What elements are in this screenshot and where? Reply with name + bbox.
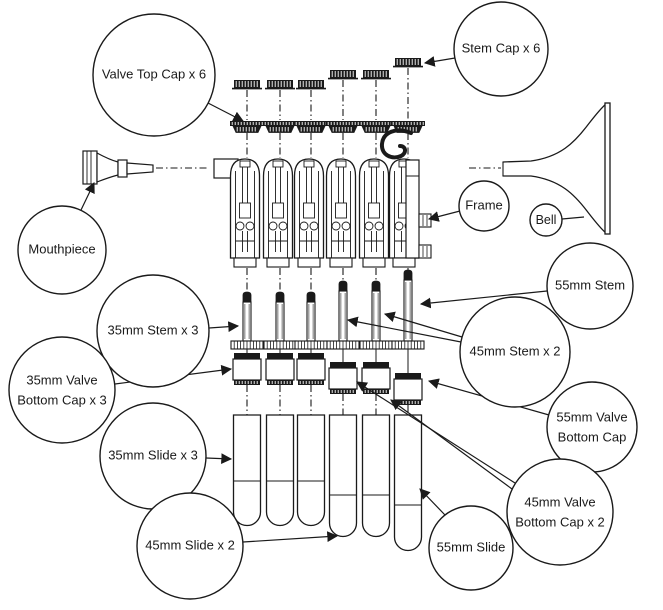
callout-label-bell: Bell <box>535 212 557 227</box>
callout-label-45mm-valve-bottom-cap: 45mm Valve Bottom Cap x 2 <box>515 494 605 530</box>
callout-label-valve-top-cap: Valve Top Cap x 6 <box>101 66 207 82</box>
callout-bubble-cap-45 <box>506 458 614 566</box>
callout-bubble-stem-45 <box>459 296 571 408</box>
callout-bubble-stem-35 <box>96 274 210 388</box>
callout-label-mouthpiece: Mouthpiece <box>28 241 96 257</box>
callout-bubble-slide-55 <box>428 505 514 591</box>
callout-bubble-slide-45 <box>136 492 244 600</box>
callout-label-frame: Frame <box>465 197 503 213</box>
finger-hook-drawing <box>379 128 413 160</box>
callout-label-stem-cap: Stem Cap x 6 <box>461 40 541 56</box>
callout-label-55mm-slide: 55mm Slide <box>436 539 506 555</box>
callout-bubble-mouthpiece <box>17 205 107 295</box>
valve-column-6-55mm-parts <box>391 58 425 552</box>
callout-label-35mm-valve-bottom-cap: 35mm Valve Bottom Cap x 3 <box>17 372 107 408</box>
frame-drawing <box>213 158 432 268</box>
callout-bubbles <box>8 1 638 600</box>
callout-bubble-valve-top-cap <box>92 13 216 137</box>
mouthpiece-drawing <box>82 150 208 185</box>
valve-column-2-35mm-parts <box>263 80 297 527</box>
valve-column-4-45mm-parts <box>326 70 360 538</box>
callout-bubble-bell <box>529 203 563 237</box>
valve-column-5-45mm-parts <box>359 70 393 538</box>
callout-label-35mm-stem: 35mm Stem x 3 <box>107 322 199 338</box>
callout-bubble-cap-35 <box>8 336 116 444</box>
valve-column-3-35mm-parts <box>294 80 328 527</box>
bell-drawing <box>469 102 611 235</box>
callout-bubble-stem-cap <box>453 1 549 97</box>
callout-label-45mm-slide: 45mm Slide x 2 <box>145 537 235 553</box>
callout-bubble-stem-55 <box>546 242 634 330</box>
callout-label-45mm-stem: 45mm Stem x 2 <box>469 343 561 359</box>
callout-bubble-frame <box>458 180 510 232</box>
callout-label-55mm-valve-bottom-cap: 55mm Valve Bottom Cap <box>556 409 628 445</box>
valve-column-1-35mm-parts <box>230 80 264 527</box>
callout-label-55mm-stem: 55mm Stem <box>554 277 626 293</box>
callout-label-35mm-slide: 35mm Slide x 3 <box>108 447 198 463</box>
